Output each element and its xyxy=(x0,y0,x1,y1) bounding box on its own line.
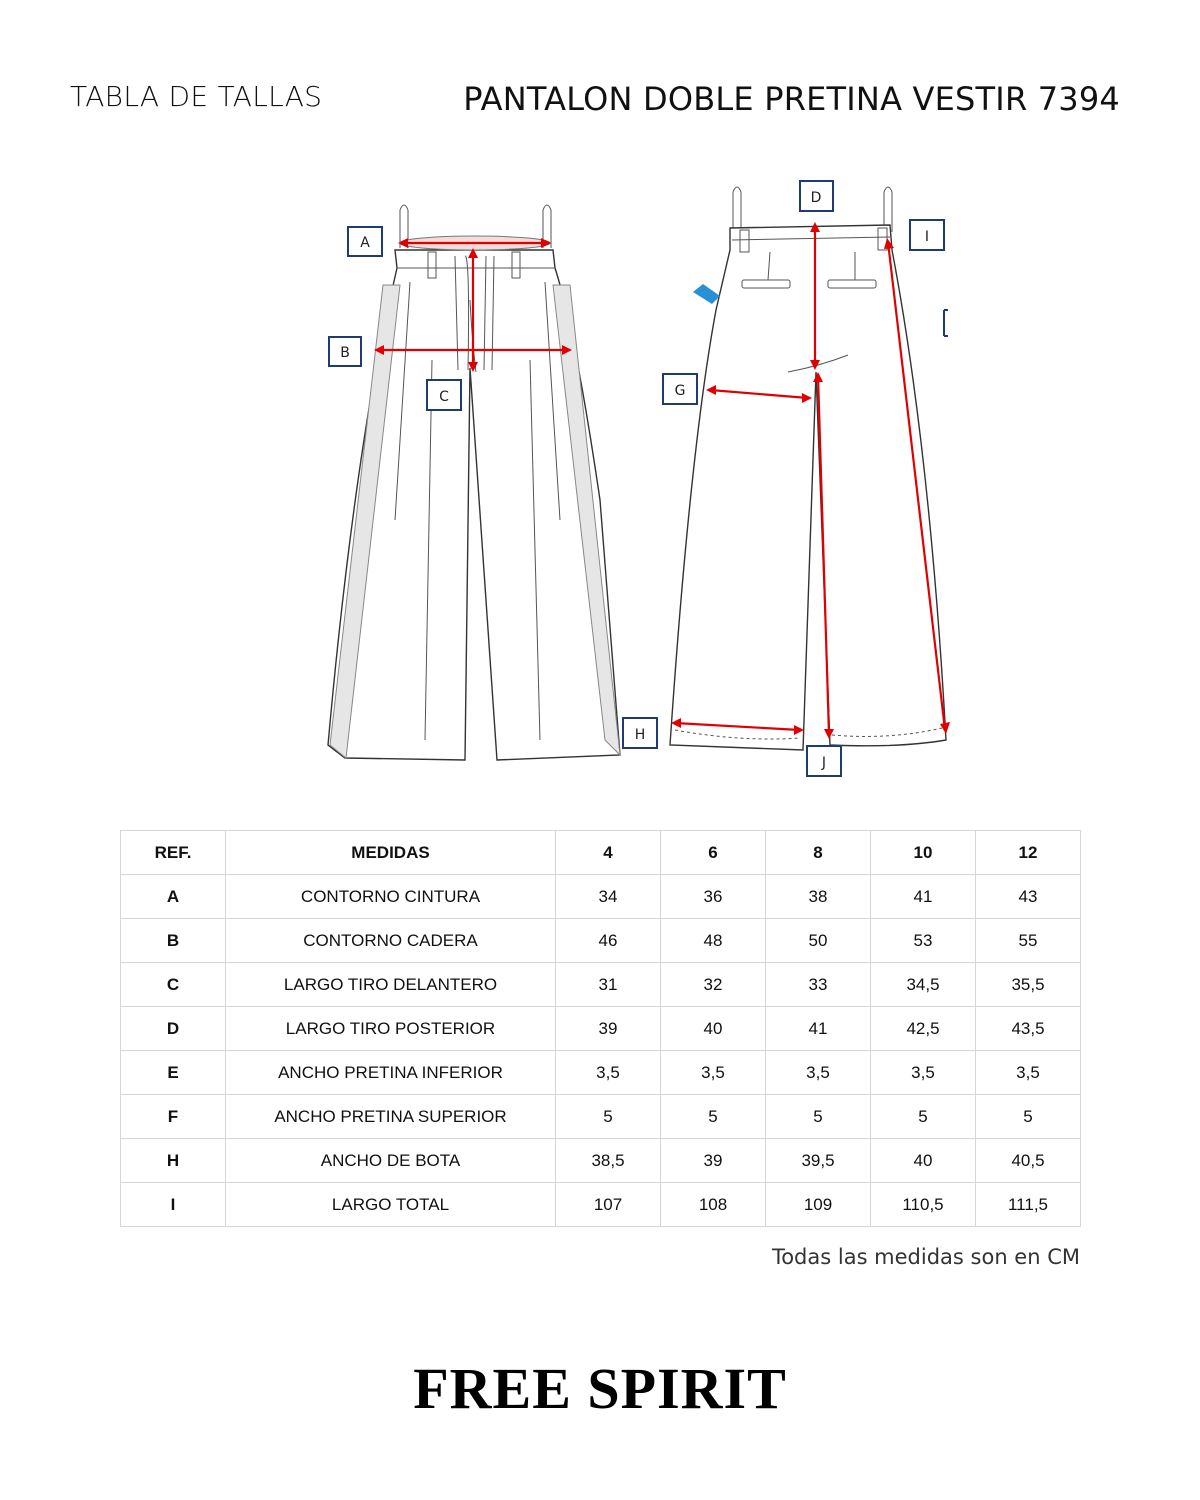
row-value: 34,5 xyxy=(870,962,976,1007)
row-value: 40 xyxy=(870,1138,976,1183)
row-measure: LARGO TIRO POSTERIOR xyxy=(225,1006,556,1051)
row-value: 5 xyxy=(765,1094,871,1139)
row-measure: LARGO TIRO DELANTERO xyxy=(225,962,556,1007)
row-value: 34 xyxy=(555,874,661,919)
row-value: 3,5 xyxy=(660,1050,766,1095)
table-row: A CONTORNO CINTURA 34 36 38 41 43 xyxy=(120,874,1081,919)
row-value: 55 xyxy=(975,918,1081,963)
row-value: 43,5 xyxy=(975,1006,1081,1051)
row-value: 109 xyxy=(765,1182,871,1227)
row-value: 36 xyxy=(660,874,766,919)
row-value: 48 xyxy=(660,918,766,963)
row-value: 39 xyxy=(555,1006,661,1051)
row-value: 40,5 xyxy=(975,1138,1081,1183)
table-row: E ANCHO PRETINA INFERIOR 3,5 3,5 3,5 3,5… xyxy=(120,1050,1081,1095)
row-measure: ANCHO DE BOTA xyxy=(225,1138,556,1183)
svg-text:A: A xyxy=(360,235,370,251)
header-size-6: 6 xyxy=(660,830,766,875)
svg-text:G: G xyxy=(675,383,686,399)
row-value: 3,5 xyxy=(765,1050,871,1095)
product-title: PANTALON DOBLE PRETINA VESTIR 7394 xyxy=(463,80,1120,118)
row-value: 5 xyxy=(660,1094,766,1139)
table-row: F ANCHO PRETINA SUPERIOR 5 5 5 5 5 xyxy=(120,1094,1081,1139)
row-value: 38 xyxy=(765,874,871,919)
row-value: 110,5 xyxy=(870,1182,976,1227)
row-measure: ANCHO PRETINA SUPERIOR xyxy=(225,1094,556,1139)
row-value: 46 xyxy=(555,918,661,963)
row-value: 31 xyxy=(555,962,661,1007)
row-ref: C xyxy=(120,962,226,1007)
header-size-12: 12 xyxy=(975,830,1081,875)
label-i: I xyxy=(909,219,945,251)
row-measure: LARGO TOTAL xyxy=(225,1182,556,1227)
header-size-4: 4 xyxy=(555,830,661,875)
row-ref: F xyxy=(120,1094,226,1139)
pants-technical-drawing: A B C D I G H J xyxy=(327,180,950,777)
label-g: G xyxy=(662,373,698,405)
label-j: J xyxy=(806,745,842,777)
row-value: 33 xyxy=(765,962,871,1007)
row-value: 50 xyxy=(765,918,871,963)
svg-text:B: B xyxy=(340,345,350,361)
row-measure: ANCHO PRETINA INFERIOR xyxy=(225,1050,556,1095)
svg-text:D: D xyxy=(811,190,822,206)
label-a: A xyxy=(347,226,383,257)
row-ref: A xyxy=(120,874,226,919)
table-row: C LARGO TIRO DELANTERO 31 32 33 34,5 35,… xyxy=(120,962,1081,1007)
row-value: 38,5 xyxy=(555,1138,661,1183)
row-value: 5 xyxy=(870,1094,976,1139)
header-size-8: 8 xyxy=(765,830,871,875)
svg-text:I: I xyxy=(925,229,929,245)
label-h: H xyxy=(622,717,658,749)
brand-logo: FREE SPIRIT xyxy=(413,1356,787,1421)
table-header-row: REF. MEDIDAS 4 6 8 10 12 xyxy=(120,830,1081,875)
row-value: 42,5 xyxy=(870,1006,976,1051)
label-b: B xyxy=(328,336,362,367)
row-value: 41 xyxy=(765,1006,871,1051)
front-view-drawing xyxy=(327,204,621,761)
row-measure: CONTORNO CADERA xyxy=(225,918,556,963)
header-ref: REF. xyxy=(120,830,226,875)
row-measure: CONTORNO CINTURA xyxy=(225,874,556,919)
label-d: D xyxy=(799,180,834,212)
row-value: 5 xyxy=(975,1094,1081,1139)
units-note: Todas las medidas son en CM xyxy=(771,1245,1080,1269)
table-row: I LARGO TOTAL 107 108 109 110,5 111,5 xyxy=(120,1182,1081,1227)
table-row: H ANCHO DE BOTA 38,5 39 39,5 40 40,5 xyxy=(120,1138,1081,1183)
svg-text:H: H xyxy=(635,727,646,743)
row-value: 111,5 xyxy=(975,1182,1081,1227)
row-value: 3,5 xyxy=(555,1050,661,1095)
row-value: 39 xyxy=(660,1138,766,1183)
row-value: 35,5 xyxy=(975,962,1081,1007)
row-value: 53 xyxy=(870,918,976,963)
row-value: 39,5 xyxy=(765,1138,871,1183)
row-value: 107 xyxy=(555,1182,661,1227)
size-table: REF. MEDIDAS 4 6 8 10 12 A CONTORNO CINT… xyxy=(120,830,1081,1227)
header-size-10: 10 xyxy=(870,830,976,875)
row-value: 3,5 xyxy=(975,1050,1081,1095)
row-value: 43 xyxy=(975,874,1081,919)
svg-text:J: J xyxy=(821,755,826,771)
row-ref: H xyxy=(120,1138,226,1183)
row-value: 108 xyxy=(660,1182,766,1227)
row-value: 41 xyxy=(870,874,976,919)
row-value: 3,5 xyxy=(870,1050,976,1095)
back-view-drawing xyxy=(669,186,950,751)
label-c: C xyxy=(426,379,462,411)
row-ref: I xyxy=(120,1182,226,1227)
row-value: 5 xyxy=(555,1094,661,1139)
svg-text:C: C xyxy=(439,389,449,405)
table-row: B CONTORNO CADERA 46 48 50 53 55 xyxy=(120,918,1081,963)
row-value: 32 xyxy=(660,962,766,1007)
size-chart-title: TABLA DE TALLAS xyxy=(70,80,323,113)
row-value: 40 xyxy=(660,1006,766,1051)
row-ref: D xyxy=(120,1006,226,1051)
row-ref: B xyxy=(120,918,226,963)
table-row: D LARGO TIRO POSTERIOR 39 40 41 42,5 43,… xyxy=(120,1006,1081,1051)
header-medidas: MEDIDAS xyxy=(225,830,556,875)
row-ref: E xyxy=(120,1050,226,1095)
